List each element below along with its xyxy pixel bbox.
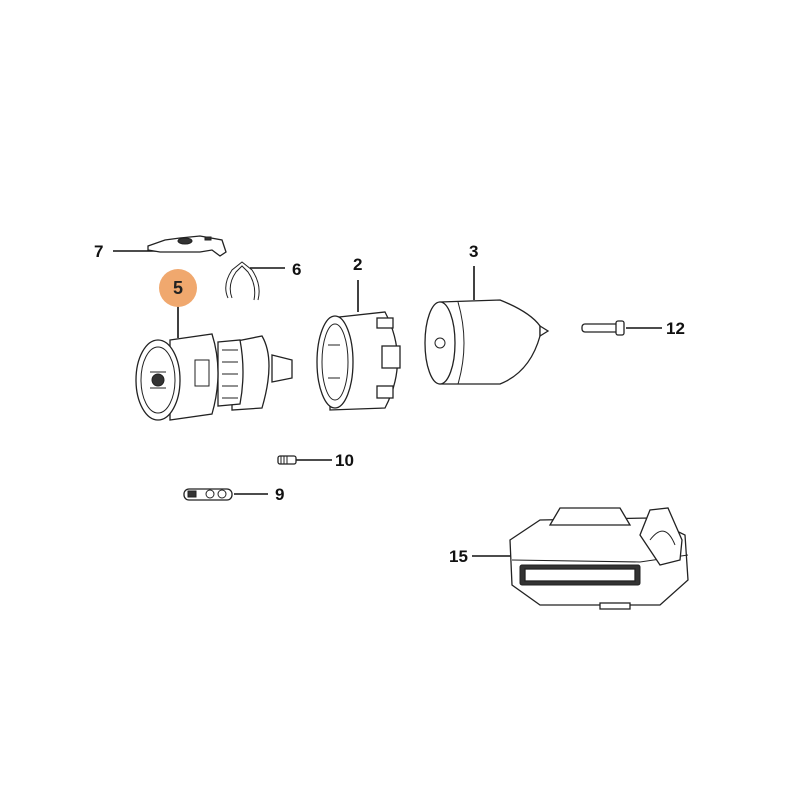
callout-label-5: 5 xyxy=(172,277,183,298)
part-2-ring-housing[interactable] xyxy=(316,311,401,411)
part-3-chuck[interactable] xyxy=(424,299,550,385)
callout-label-6[interactable]: 6 xyxy=(292,260,302,279)
callout-label-10[interactable]: 10 xyxy=(335,451,354,470)
callout-label-9[interactable]: 9 xyxy=(275,485,285,504)
part-10-screw[interactable] xyxy=(277,455,297,465)
callout-label-7[interactable]: 7 xyxy=(94,242,104,261)
callout-label-12[interactable]: 12 xyxy=(666,319,685,338)
callout-label-15[interactable]: 15 xyxy=(449,547,468,566)
callout-label-3[interactable]: 3 xyxy=(469,242,479,261)
part-6-spring-clip[interactable] xyxy=(225,261,260,301)
callout-5-highlighted[interactable]: 5 xyxy=(159,269,197,307)
part-9-switch-lever[interactable] xyxy=(183,488,233,501)
part-15-battery-pack[interactable] xyxy=(509,507,689,610)
part-5-gearbox[interactable] xyxy=(135,333,293,421)
part-12-pin[interactable] xyxy=(581,320,625,336)
part-7-plate[interactable] xyxy=(147,235,227,257)
callout-label-2[interactable]: 2 xyxy=(353,255,363,274)
